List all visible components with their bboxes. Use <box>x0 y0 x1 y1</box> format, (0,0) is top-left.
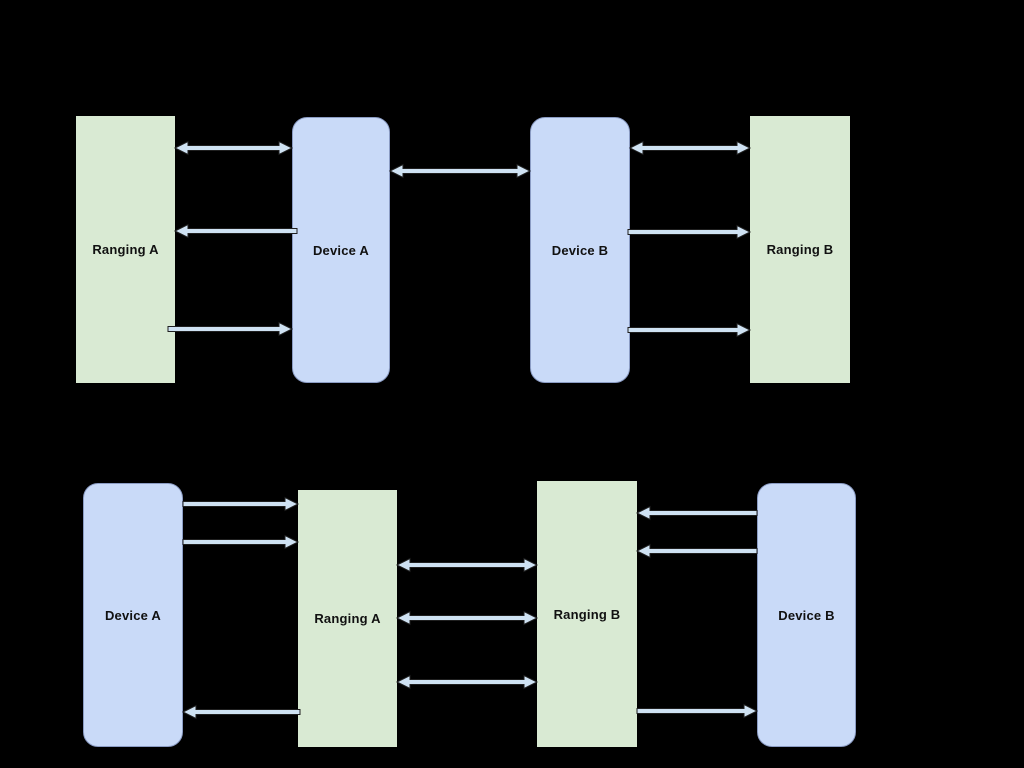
arrow <box>627 224 752 240</box>
arrow <box>635 505 758 521</box>
arrow <box>182 534 300 550</box>
bottom-ranging-b-box: Ranging B <box>537 481 637 747</box>
arrow <box>388 163 532 179</box>
top-ranging-b-box: Ranging B <box>750 116 850 383</box>
top-ranging-a-box: Ranging A <box>76 116 175 383</box>
arrow <box>635 543 758 559</box>
top-ranging-b-label: Ranging B <box>766 242 834 257</box>
bottom-device-b-label: Device B <box>778 607 835 623</box>
top-device-b-label: Device B <box>551 242 609 258</box>
top-ranging-a-label: Ranging A <box>92 242 159 257</box>
bottom-device-b-box: Device B <box>757 483 856 747</box>
bottom-ranging-a-box: Ranging A <box>298 490 397 747</box>
arrow <box>173 140 294 156</box>
bottom-ranging-a-label: Ranging A <box>314 611 381 626</box>
arrow <box>395 557 539 573</box>
top-device-a-label: Device A <box>312 242 370 258</box>
bottom-ranging-b-label: Ranging B <box>553 606 621 622</box>
arrow <box>182 496 300 512</box>
bottom-device-a-label: Device A <box>104 607 162 623</box>
top-device-a-box: Device A <box>292 117 390 383</box>
arrow <box>636 703 759 719</box>
arrow <box>628 140 752 156</box>
arrow <box>167 321 294 337</box>
top-device-b-box: Device B <box>530 117 630 383</box>
arrow <box>395 610 539 626</box>
arrow <box>173 223 298 239</box>
bottom-device-a-box: Device A <box>83 483 183 747</box>
arrow <box>181 704 301 720</box>
arrow <box>627 322 752 338</box>
arrow <box>395 674 539 690</box>
